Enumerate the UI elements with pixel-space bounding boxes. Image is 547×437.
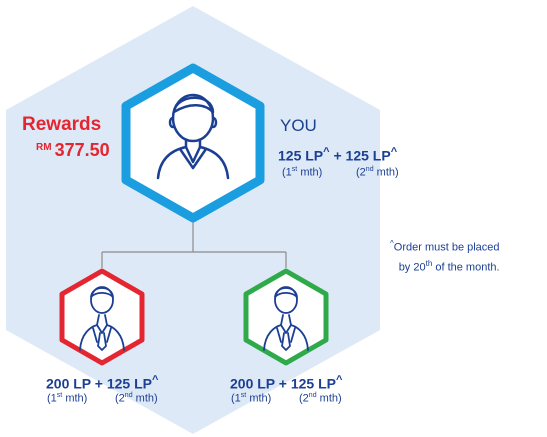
downline-right-month-second: (2nd mth) [299, 392, 342, 405]
downline-right-lp-line: 200 LP + 125 LP^ [230, 374, 343, 392]
order-note-line1: ^Order must be placed [390, 239, 500, 254]
you-label: YOU [280, 116, 317, 135]
you-lp-line: 125 LP^ + 125 LP^ [278, 146, 397, 164]
rewards-title: Rewards [22, 114, 102, 135]
order-note: ^Order must be placed by 20th of the mon… [390, 236, 500, 275]
downline-left-lp-line: 200 LP + 125 LP^ [46, 374, 159, 392]
you-caret-first: ^ [323, 146, 330, 158]
you-lp-first: 125 LP [278, 147, 324, 164]
rewards-currency: RM [36, 142, 52, 153]
you-month-second: (2nd mth) [356, 166, 399, 179]
you-lp-second: 125 LP [345, 147, 391, 164]
businessman-icon [263, 286, 309, 351]
businessman-icon [79, 286, 125, 351]
you-hexagon [121, 63, 265, 223]
order-note-line2: by 20th of the month. [398, 258, 500, 274]
you-month-first: (1st mth) [282, 166, 323, 179]
you-lp-plus: + [329, 147, 346, 164]
downline-right-month-first: (1st mth) [231, 392, 272, 405]
you-caret-second: ^ [390, 146, 398, 158]
downline-left-month-second: (2nd mth) [115, 392, 158, 405]
rewards-value: 377.50 [54, 140, 110, 160]
person-icon [156, 93, 230, 180]
downline-left-month-first: (1st mth) [47, 392, 88, 405]
